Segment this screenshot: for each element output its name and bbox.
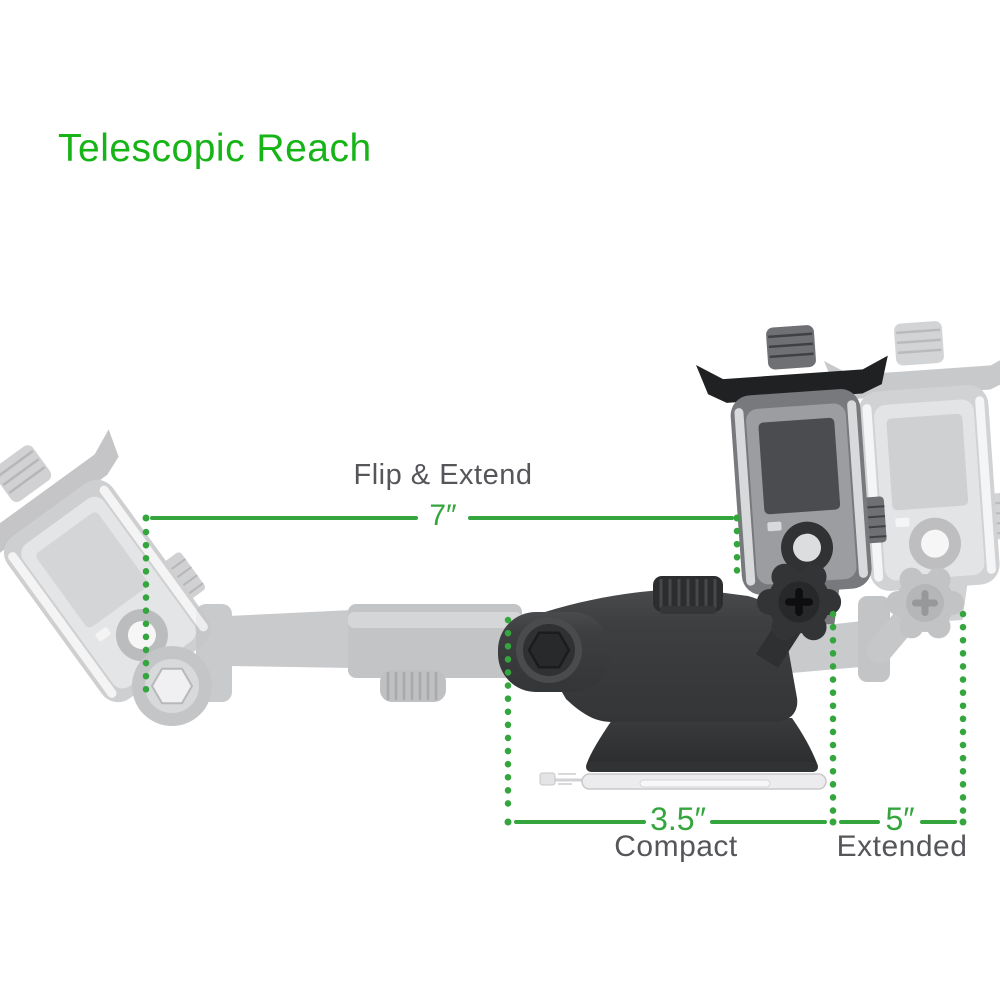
compact-measurement: 3.5″ — [650, 801, 706, 837]
measurement-lines — [142, 514, 967, 826]
hex-bolt — [516, 617, 582, 683]
ghost-left-arm-assembly — [0, 400, 522, 756]
suction-cup-base — [539, 718, 827, 790]
extended-measurement: 5″ — [885, 801, 915, 837]
compact-label: Compact — [614, 830, 738, 863]
flip-extend-measurement: 7″ — [429, 499, 457, 532]
tightening-knob — [653, 576, 723, 614]
ghost-pivot-joint — [132, 646, 212, 726]
extended-label: Extended — [836, 830, 968, 863]
page-title: Telescopic Reach — [58, 127, 372, 170]
suction-mount-body — [498, 576, 827, 790]
ghost-roller-knob — [380, 670, 446, 702]
flip-extend-label: Flip & Extend — [353, 459, 533, 491]
